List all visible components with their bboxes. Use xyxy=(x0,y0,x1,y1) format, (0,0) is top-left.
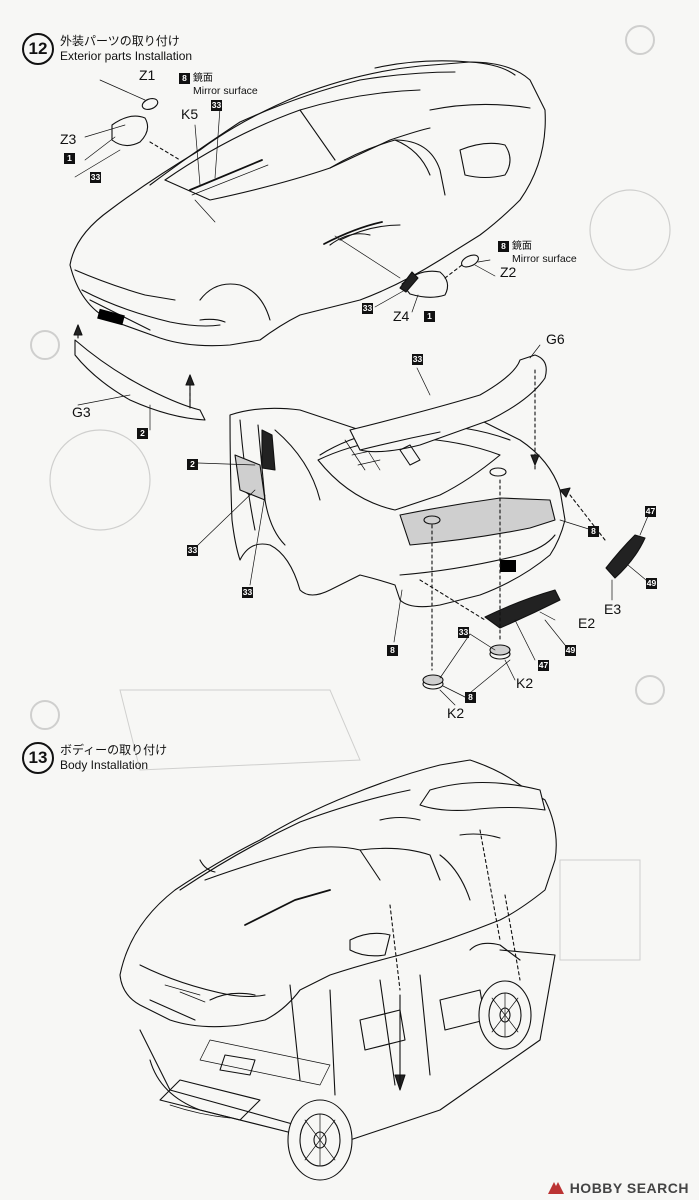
label-k5: K5 xyxy=(181,106,199,122)
part-box-49-b: 49 xyxy=(565,645,576,656)
label-z3: Z3 xyxy=(60,131,77,147)
label-e3: E3 xyxy=(604,601,622,617)
part-box-2-a: 2 xyxy=(137,428,148,439)
step-13-title-en: Body Installation xyxy=(60,758,149,772)
label-g6: G6 xyxy=(546,331,565,347)
label-k2-right: K2 xyxy=(516,675,534,691)
part-box-33-c: 33 xyxy=(362,303,373,314)
part-box-33-f: 33 xyxy=(242,587,253,598)
part-box-49-a: 49 xyxy=(646,578,657,589)
step-13-header: 13 ボディーの取り付け Body Installation xyxy=(22,742,167,774)
part-box-1-a: 1 xyxy=(64,153,75,164)
part-box-47-a: 47 xyxy=(645,506,656,517)
hobby-search-logo-icon xyxy=(547,1182,564,1194)
hobby-search-watermark: HOBBY SEARCH xyxy=(546,1180,689,1196)
label-e2: E2 xyxy=(578,615,596,631)
part-box-47-b: 47 xyxy=(538,660,549,671)
body-installation-drawing xyxy=(119,759,557,1181)
part-box-33-d: 33 xyxy=(412,354,423,365)
mirror-note-right: 8 鏡面 Mirror surface xyxy=(498,240,577,265)
label-z2: Z2 xyxy=(500,264,517,280)
label-k2-left: K2 xyxy=(447,705,465,721)
step-12-number: 12 xyxy=(22,33,54,65)
mirror-note-right-en: Mirror surface xyxy=(512,253,577,265)
step-12-title-en: Exterior parts Installation xyxy=(60,49,193,63)
part-box-33-g: 33 xyxy=(458,627,469,638)
step-13-title-jp: ボディーの取り付け xyxy=(60,743,168,757)
mirror-note-left-part: 8 xyxy=(179,72,190,84)
step-12-header: 12 外装パーツの取り付け Exterior parts Installatio… xyxy=(22,33,192,65)
mirror-note-left-jp: 鏡面 xyxy=(192,73,213,84)
rear-car-body-drawing xyxy=(229,354,646,690)
part-box-8-a: 8 xyxy=(588,526,599,537)
mirror-note-right-part: 8 xyxy=(498,240,509,252)
step-12-title-jp: 外装パーツの取り付け xyxy=(60,34,180,48)
part-box-33-b: 33 xyxy=(211,100,222,111)
part-box-33-e: 33 xyxy=(187,545,198,556)
watermark-text: HOBBY SEARCH xyxy=(569,1180,689,1196)
part-box-33-a: 33 xyxy=(90,172,101,183)
label-g3: G3 xyxy=(72,404,91,420)
mirror-note-left: 8 鏡面 Mirror surface xyxy=(179,72,258,97)
part-box-8-c: 8 xyxy=(465,692,476,703)
label-z4: Z4 xyxy=(393,308,410,324)
part-box-1-b: 1 xyxy=(424,311,435,322)
part-box-8-b: 8 xyxy=(387,645,398,656)
leader-lines xyxy=(73,79,649,706)
mirror-note-right-jp: 鏡面 xyxy=(511,241,532,252)
label-z1: Z1 xyxy=(139,67,156,83)
step-13-number: 13 xyxy=(22,742,54,774)
front-car-body-drawing xyxy=(69,60,546,421)
mirror-note-left-en: Mirror surface xyxy=(193,85,258,97)
part-box-2-b: 2 xyxy=(187,459,198,470)
